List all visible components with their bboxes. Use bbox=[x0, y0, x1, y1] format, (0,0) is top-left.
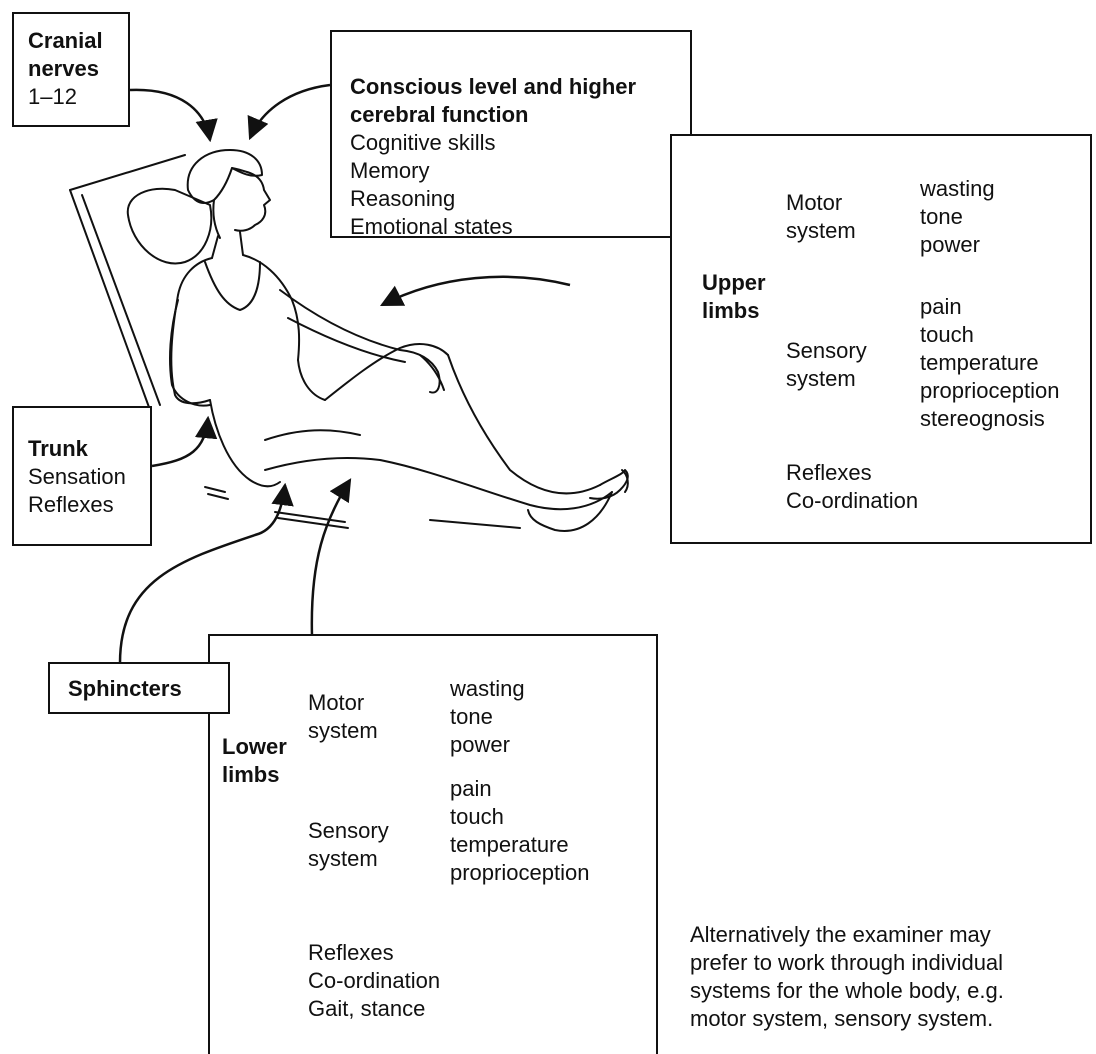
note-line: motor system, sensory system. bbox=[690, 1006, 994, 1031]
lower-sensory-item: proprioception bbox=[450, 860, 590, 885]
lower-other-item: Gait, stance bbox=[308, 996, 426, 1021]
arrows bbox=[118, 83, 571, 664]
upper-sensory-label-line2: system bbox=[786, 366, 856, 391]
cranial-range: 1–12 bbox=[28, 84, 77, 109]
conscious-item: Reasoning bbox=[350, 186, 456, 211]
examiner-note: Alternatively the examiner may prefer to… bbox=[690, 920, 1090, 1032]
conscious-title-line1: Conscious level and higher bbox=[350, 74, 637, 99]
conscious-level-box: Conscious level and higher cerebral func… bbox=[330, 30, 692, 239]
trunk-item: Sensation bbox=[28, 464, 126, 489]
conscious-item: Memory bbox=[350, 158, 430, 183]
upper-limbs-title-line2: limbs bbox=[702, 298, 760, 323]
upper-limbs-title-line1: Upper bbox=[702, 270, 766, 295]
note-line: Alternatively the examiner may bbox=[690, 922, 991, 947]
arrow-sphincters bbox=[118, 482, 294, 664]
lower-limbs-title-line2: limbs bbox=[222, 762, 280, 787]
arrow-lower-limbs bbox=[310, 478, 352, 637]
conscious-item: Cognitive skills bbox=[350, 130, 496, 155]
lower-limbs-box: Lower limbs Motor system wasting tone po… bbox=[208, 634, 658, 1054]
upper-sensory-item: pain bbox=[920, 294, 962, 319]
arrow-trunk bbox=[151, 415, 218, 468]
arrow-upper-limbs bbox=[380, 275, 571, 307]
lower-motor-item: wasting bbox=[450, 676, 525, 701]
upper-motor-label-line2: system bbox=[786, 218, 856, 243]
lower-sensory-item: touch bbox=[450, 804, 504, 829]
lower-motor-item: tone bbox=[450, 704, 493, 729]
upper-sensory-item: touch bbox=[920, 322, 974, 347]
lower-motor-label-line1: Motor bbox=[308, 690, 365, 715]
upper-sensory-item: stereognosis bbox=[920, 406, 1045, 431]
lower-sensory-item: pain bbox=[450, 776, 492, 801]
cranial-title-line2: nerves bbox=[28, 56, 99, 81]
lower-other-item: Co-ordination bbox=[308, 968, 441, 993]
sphincters-title: Sphincters bbox=[68, 676, 182, 701]
upper-other-item: Co-ordination bbox=[786, 488, 919, 513]
conscious-title-line2: cerebral function bbox=[350, 102, 529, 127]
lower-motor-label-line2: system bbox=[308, 718, 378, 743]
lower-sensory-item: temperature bbox=[450, 832, 569, 857]
cranial-nerves-box: Cranial nerves 1–12 bbox=[12, 12, 130, 127]
lower-motor-item: power bbox=[450, 732, 510, 757]
lower-sensory-label-line2: system bbox=[308, 846, 378, 871]
upper-sensory-item: proprioception bbox=[920, 378, 1060, 403]
arrow-cranial bbox=[129, 88, 218, 143]
patient-illustration bbox=[69, 149, 629, 532]
arrow-conscious bbox=[247, 83, 331, 141]
trunk-item: Reflexes bbox=[28, 492, 114, 517]
lower-other-item: Reflexes bbox=[308, 940, 394, 965]
upper-sensory-item: temperature bbox=[920, 350, 1039, 375]
upper-motor-label-line1: Motor bbox=[786, 190, 843, 215]
trunk-box: Trunk Sensation Reflexes bbox=[12, 406, 152, 546]
note-line: prefer to work through individual bbox=[690, 950, 1004, 975]
trunk-title: Trunk bbox=[28, 436, 88, 461]
conscious-item: Emotional states bbox=[350, 214, 513, 239]
upper-sensory-label-line1: Sensory bbox=[786, 338, 867, 363]
note-line: systems for the whole body, e.g. bbox=[690, 978, 1004, 1003]
upper-other-item: Reflexes bbox=[786, 460, 872, 485]
cranial-title-line1: Cranial bbox=[28, 28, 103, 53]
lower-sensory-label-line1: Sensory bbox=[308, 818, 389, 843]
upper-motor-item: tone bbox=[920, 204, 963, 229]
upper-motor-item: wasting bbox=[920, 176, 995, 201]
lower-limbs-title-line1: Lower bbox=[222, 734, 287, 759]
sphincters-box: Sphincters bbox=[48, 662, 230, 714]
upper-motor-item: power bbox=[920, 232, 980, 257]
upper-limbs-box: Upper limbs Motor system wasting tone po… bbox=[670, 134, 1092, 544]
